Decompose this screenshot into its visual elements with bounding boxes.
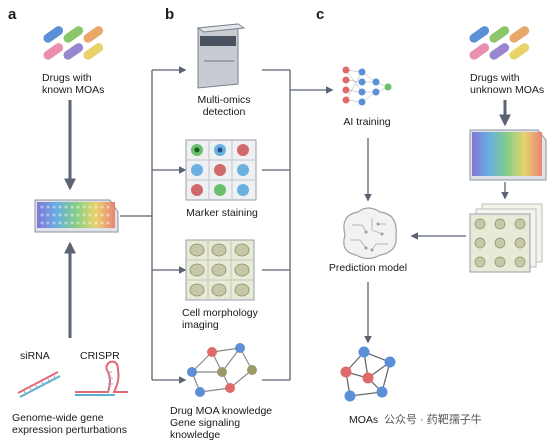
perturbations-label-line1: Genome-wide gene — [12, 412, 104, 424]
morphology-label: Cell morphology imaging — [182, 307, 282, 331]
perturbations-label-line2: expression perturbations — [12, 424, 127, 436]
marker-staining-grid-icon — [185, 139, 257, 201]
unknown-drugs-pills-icon — [469, 26, 530, 60]
unknown-drugs-label: Drugs with unknown MOAs — [470, 72, 554, 96]
multiomics-label: Multi-omics detection — [180, 94, 268, 118]
crispr-icon — [75, 360, 128, 396]
known-drugs-label-line1: Drugs with — [42, 72, 92, 84]
cell-morphology-grid-icon — [185, 239, 255, 301]
panel-bc-connector — [262, 69, 334, 381]
unknown-cell-images-icon — [469, 203, 543, 273]
prediction-model-label: Prediction model — [328, 262, 408, 274]
ai-training-label: AI training — [343, 116, 391, 128]
unknown-drugs-label-line2: unknown MOAs — [470, 84, 545, 96]
known-drugs-label: Drugs with known MOAs — [42, 72, 122, 96]
morphology-label-line1: Cell morphology — [182, 307, 258, 319]
morphology-label-line2: imaging — [182, 319, 219, 331]
sirna-icon — [17, 371, 61, 398]
ai-neural-network-icon — [342, 66, 392, 106]
prediction-brain-icon — [343, 207, 397, 260]
known-drugs-label-line2: known MOAs — [42, 84, 105, 96]
panel-label-c: c — [316, 6, 325, 23]
multiomics-label-line2: detection — [202, 106, 246, 118]
well-plate-icon — [34, 199, 119, 233]
panel-b-connector — [120, 66, 187, 384]
unknown-well-plate-icon — [469, 129, 547, 181]
panel-label-a: a — [8, 6, 17, 23]
multiomics-machine-icon — [196, 23, 246, 89]
knowledge-label: Drug MOA knowledge Gene signaling knowle… — [170, 405, 290, 441]
perturbations-label: Genome-wide gene expression perturbation… — [12, 412, 152, 436]
knowledge-network-icon — [187, 343, 257, 397]
multiomics-label-line1: Multi-omics — [197, 94, 251, 106]
knowledge-label-line1: Drug MOA knowledge — [170, 405, 273, 417]
moas-label: MOAs — [349, 414, 379, 426]
moas-network-icon — [340, 346, 396, 402]
unknown-drugs-label-line1: Drugs with — [470, 72, 520, 84]
knowledge-label-line2: Gene signaling — [170, 417, 241, 429]
panel-label-b: b — [165, 6, 175, 23]
knowledge-label-line3: knowledge — [170, 429, 221, 441]
sirna-label: siRNA — [20, 350, 50, 362]
known-drugs-pills-icon — [43, 26, 104, 60]
crispr-label: CRISPR — [80, 350, 120, 362]
watermark-text: 公众号 · 药靶孺子牛 — [384, 414, 482, 426]
marker-staining-label: Marker staining — [186, 207, 258, 219]
